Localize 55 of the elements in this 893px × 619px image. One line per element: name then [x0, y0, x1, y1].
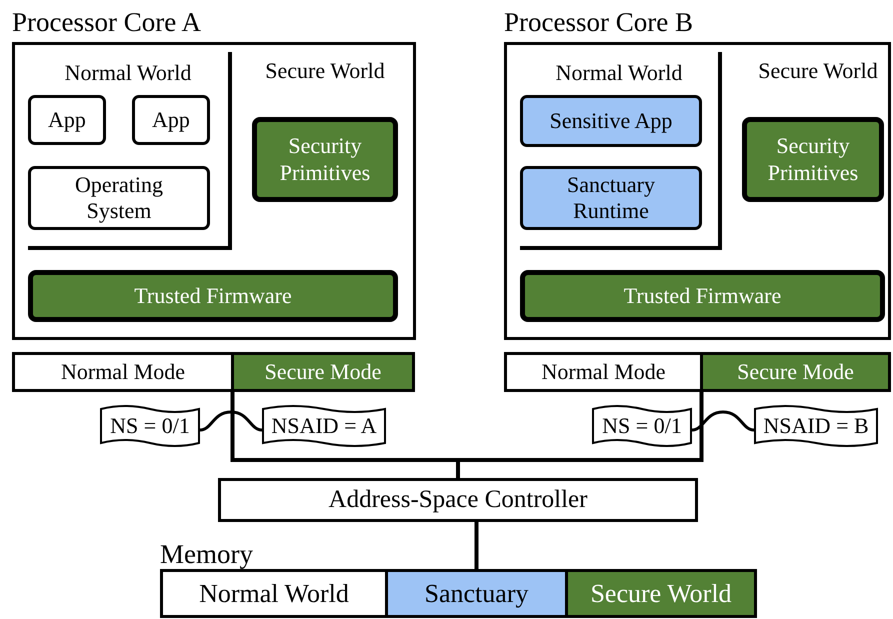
tag-label: NS = 0/1	[110, 412, 190, 440]
mode-box	[504, 352, 703, 392]
software-box	[132, 95, 210, 145]
box-label: Sanctuary Runtime	[566, 172, 656, 224]
memory-region	[160, 569, 388, 618]
software-box	[28, 166, 210, 230]
secure-component-box	[28, 270, 398, 322]
box-label: Normal Mode	[60, 358, 186, 386]
signal-link	[200, 410, 262, 432]
secure-component-box	[252, 117, 398, 202]
box-label: App	[48, 106, 86, 134]
signal-link	[692, 410, 754, 432]
signal-tag	[262, 404, 386, 448]
core-heading: Processor Core B	[504, 6, 693, 38]
world-heading: Secure World	[757, 58, 879, 84]
box-label: Trusted Firmware	[624, 282, 782, 310]
box-label: App	[152, 106, 190, 134]
box-label: Normal Mode	[541, 358, 666, 386]
box-label: Sanctuary	[424, 578, 528, 608]
signal-tag	[100, 404, 200, 448]
box-label: Normal World	[199, 578, 349, 608]
controller-box	[218, 478, 698, 522]
world-heading: Secure World	[264, 58, 386, 84]
mode-box	[700, 352, 891, 392]
region-heading: Normal World	[64, 60, 192, 86]
mode-box	[231, 352, 415, 392]
normal-world-region	[28, 52, 232, 250]
box-label: Secure Mode	[737, 358, 854, 386]
signal-tag	[754, 404, 878, 448]
secure-component-box	[742, 117, 884, 202]
region-heading: Normal World	[554, 60, 684, 86]
software-box	[28, 95, 106, 145]
sanctuary-box	[520, 95, 702, 147]
signal-tag	[592, 404, 692, 448]
core-heading: Processor Core A	[12, 6, 201, 38]
bus-line	[474, 522, 478, 569]
box-label: Address-Space Controller	[328, 485, 588, 515]
mode-box	[12, 352, 234, 392]
sanctuary-box	[520, 166, 702, 230]
box-label: Trusted Firmware	[134, 282, 292, 310]
tag-label: NS = 0/1	[602, 412, 682, 440]
tag-label: NSAID = B	[763, 412, 869, 440]
box-label: Secure Mode	[264, 358, 382, 386]
secure-component-box	[520, 270, 885, 322]
bus-line	[456, 392, 704, 478]
memory-heading: Memory	[160, 538, 253, 570]
box-label: Security Primitives	[766, 133, 860, 186]
box-label: Secure World	[590, 578, 732, 608]
box-label: Security Primitives	[278, 133, 372, 186]
memory-region	[385, 569, 568, 618]
memory-region	[565, 569, 757, 618]
box-label: Operating System	[74, 172, 164, 224]
tag-label: NSAID = A	[271, 412, 377, 440]
normal-world-region	[520, 52, 722, 250]
box-label: Sensitive App	[550, 108, 672, 134]
